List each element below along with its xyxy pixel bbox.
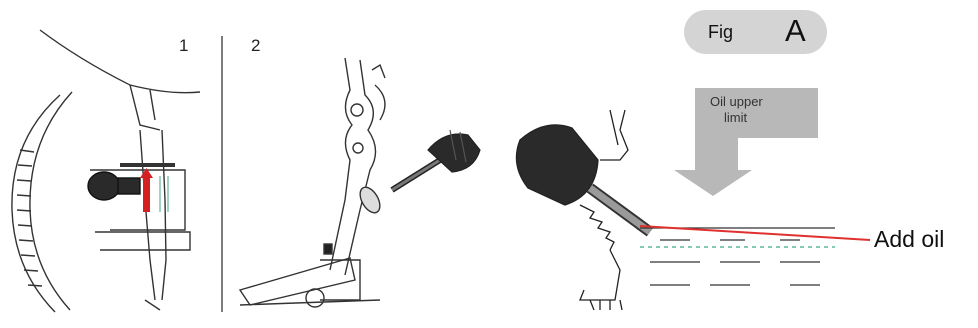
add-oil-label: Add oil (874, 226, 944, 253)
dipstick-closeup (516, 110, 650, 310)
oil-upper-limit-line2: limit (710, 110, 810, 126)
oil-upper-limit-label: Oil upper limit (710, 94, 810, 126)
figure-badge-word: Fig (708, 22, 733, 43)
step-2-label: 2 (251, 36, 260, 56)
figure-badge-letter: A (785, 13, 806, 49)
dipstick-removed (392, 130, 480, 190)
oil-upper-limit-line1: Oil upper (710, 94, 810, 110)
panel-1-engine-view (12, 30, 200, 312)
oil-level-lines (640, 226, 870, 285)
panel-2-engine-view (240, 58, 385, 307)
step-1-label: 1 (179, 36, 188, 56)
